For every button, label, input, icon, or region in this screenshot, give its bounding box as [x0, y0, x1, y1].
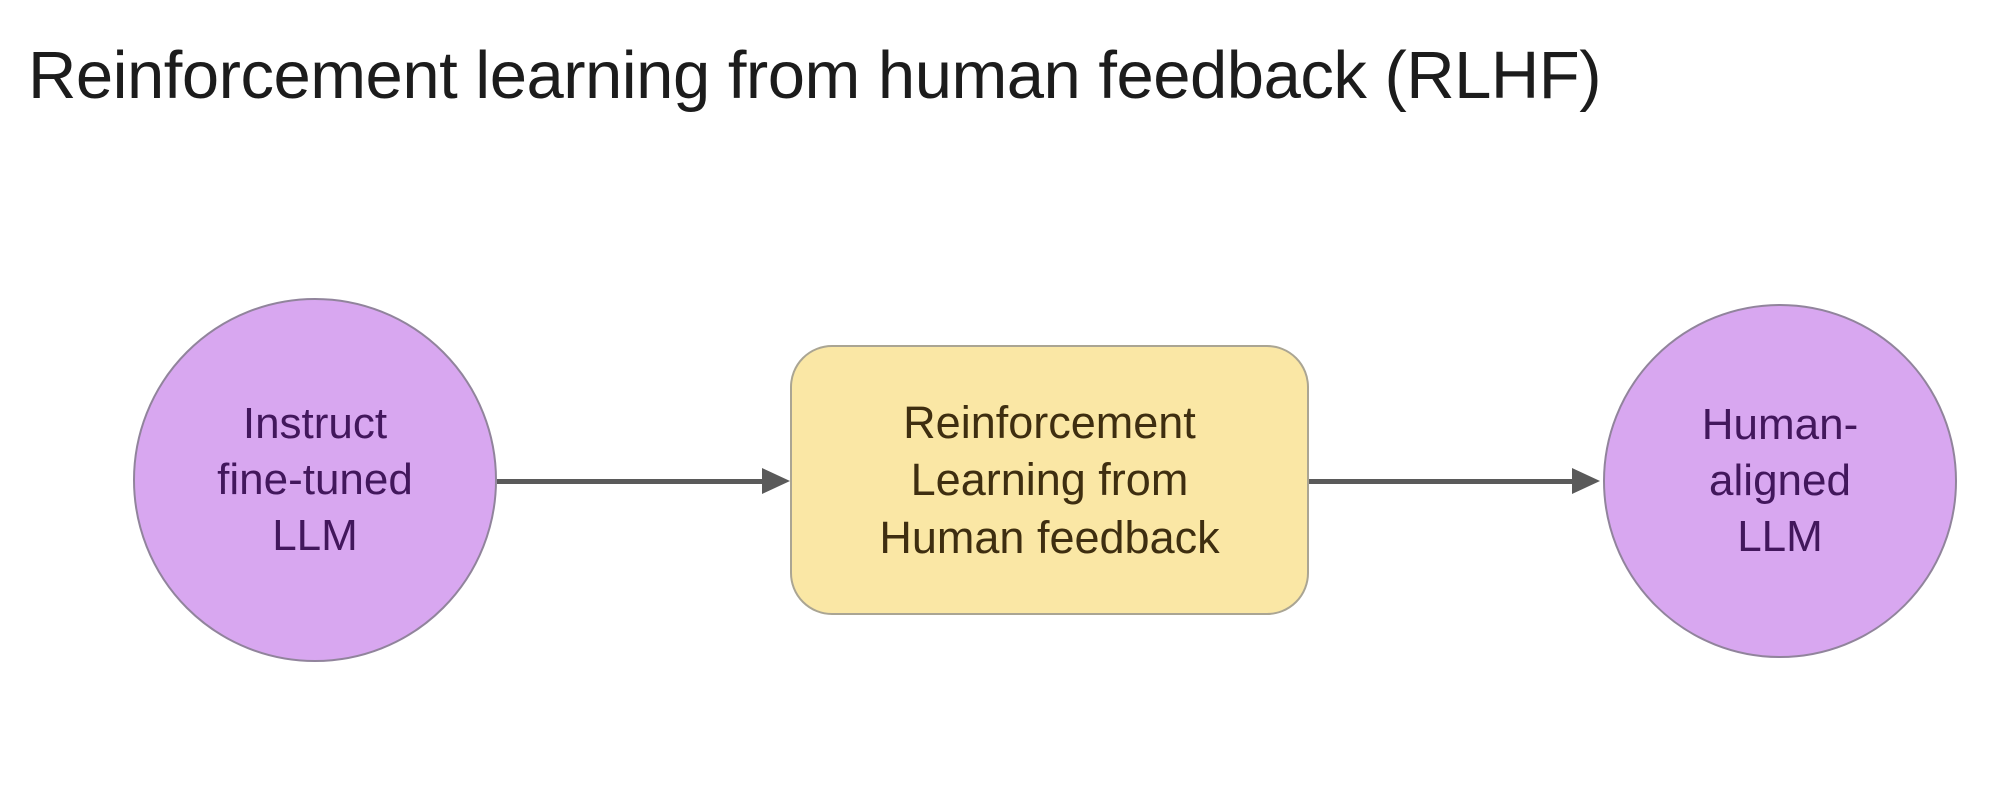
node-human-aligned-llm: Human- aligned LLM: [1603, 304, 1957, 658]
node-instruct-fine-tuned-llm: Instruct fine-tuned LLM: [133, 298, 497, 662]
arrow-rlhf-to-human-aligned: [1309, 468, 1600, 494]
arrow-head-icon: [1572, 468, 1600, 494]
arrow-head-icon: [762, 468, 790, 494]
node-instruct-fine-tuned-llm-label: Instruct fine-tuned LLM: [217, 399, 413, 560]
node-rlhf-process-label: Reinforcement Learning from Human feedba…: [879, 397, 1220, 563]
arrow-line: [1309, 478, 1572, 484]
node-human-aligned-llm-label: Human- aligned LLM: [1701, 400, 1859, 561]
arrow-instruct-to-rlhf: [497, 468, 790, 494]
node-rlhf-process: Reinforcement Learning from Human feedba…: [790, 345, 1309, 615]
arrow-line: [497, 478, 762, 484]
page-title: Reinforcement learning from human feedba…: [28, 37, 1602, 113]
